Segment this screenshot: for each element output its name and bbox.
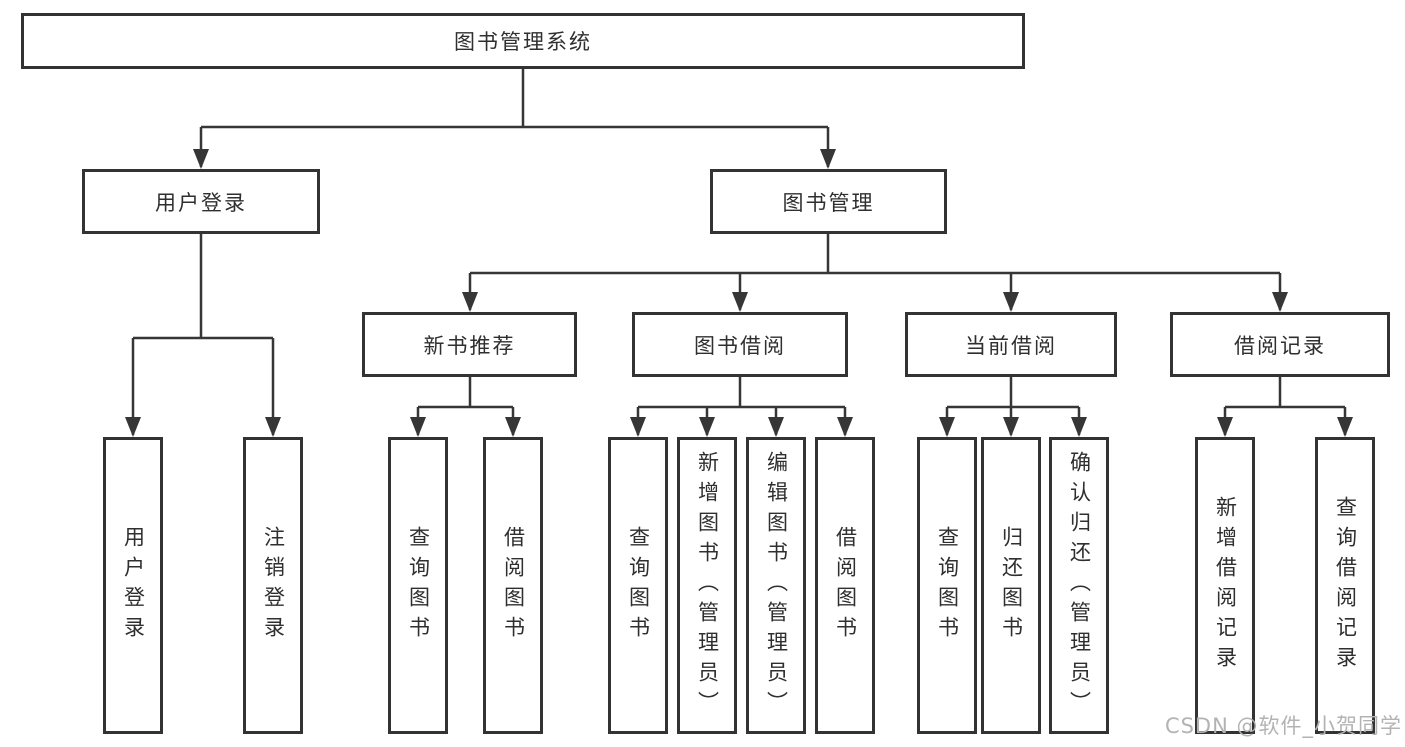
node-current-borrowing: 当前借阅 — [905, 312, 1117, 377]
node-label: 新书推荐 — [423, 333, 516, 358]
node-label: 归还图书 — [999, 525, 1024, 646]
node-new-book-recommendation: 新书推荐 — [362, 312, 577, 377]
arrowheads — [125, 149, 1353, 437]
node-borrowing-records: 借阅记录 — [1170, 312, 1390, 377]
node-label: 查询图书 — [406, 525, 431, 646]
node-add-books-admin: 新增图书（管理员） — [677, 437, 737, 734]
node-confirm-return-admin: 确认归还（管理员） — [1049, 437, 1109, 734]
node-label: 用户登录 — [121, 525, 146, 646]
node-label: 新增图书（管理员） — [695, 450, 720, 721]
node-query-books-borrowing: 查询图书 — [608, 437, 668, 734]
node-label: 编辑图书（管理员） — [764, 450, 789, 721]
node-label: 用户登录 — [155, 190, 247, 215]
node-return-books: 归还图书 — [981, 437, 1041, 734]
node-borrow-books: 借阅图书 — [815, 437, 875, 734]
node-edit-books-admin: 编辑图书（管理员） — [746, 437, 806, 734]
node-book-management: 图书管理 — [710, 169, 947, 234]
node-label: 新增借阅记录 — [1213, 495, 1238, 676]
tree-edges — [131, 69, 1347, 435]
csdn-watermark: CSDN @软件_小贺同学 — [1164, 714, 1402, 738]
node-label: 当前借阅 — [965, 333, 1057, 358]
node-query-books-recommend: 查询图书 — [388, 437, 448, 734]
node-query-borrow-record: 查询借阅记录 — [1315, 437, 1375, 734]
node-label: 借阅记录 — [1234, 333, 1326, 358]
node-add-borrow-record: 新增借阅记录 — [1195, 437, 1255, 734]
node-label: 图书管理系统 — [454, 30, 592, 54]
node-label: 注销登录 — [261, 525, 286, 646]
node-label: 查询图书 — [626, 525, 651, 646]
node-borrow-books-recommend: 借阅图书 — [483, 437, 543, 734]
node-query-books-current: 查询图书 — [917, 437, 977, 734]
node-book-borrowing: 图书借阅 — [632, 312, 848, 377]
node-label: 借阅图书 — [833, 525, 858, 646]
node-label: 借阅图书 — [501, 525, 526, 646]
node-label: 查询图书 — [935, 525, 960, 646]
node-user-login: 用户登录 — [82, 169, 320, 234]
node-logout: 注销登录 — [243, 437, 303, 734]
node-label: 确认归还（管理员） — [1067, 450, 1092, 721]
node-user-login-leaf: 用户登录 — [103, 437, 163, 734]
node-label: 图书借阅 — [694, 333, 786, 358]
node-label: 查询借阅记录 — [1333, 495, 1358, 676]
node-library-management-system: 图书管理系统 — [21, 13, 1025, 69]
node-label: 图书管理 — [782, 190, 875, 215]
